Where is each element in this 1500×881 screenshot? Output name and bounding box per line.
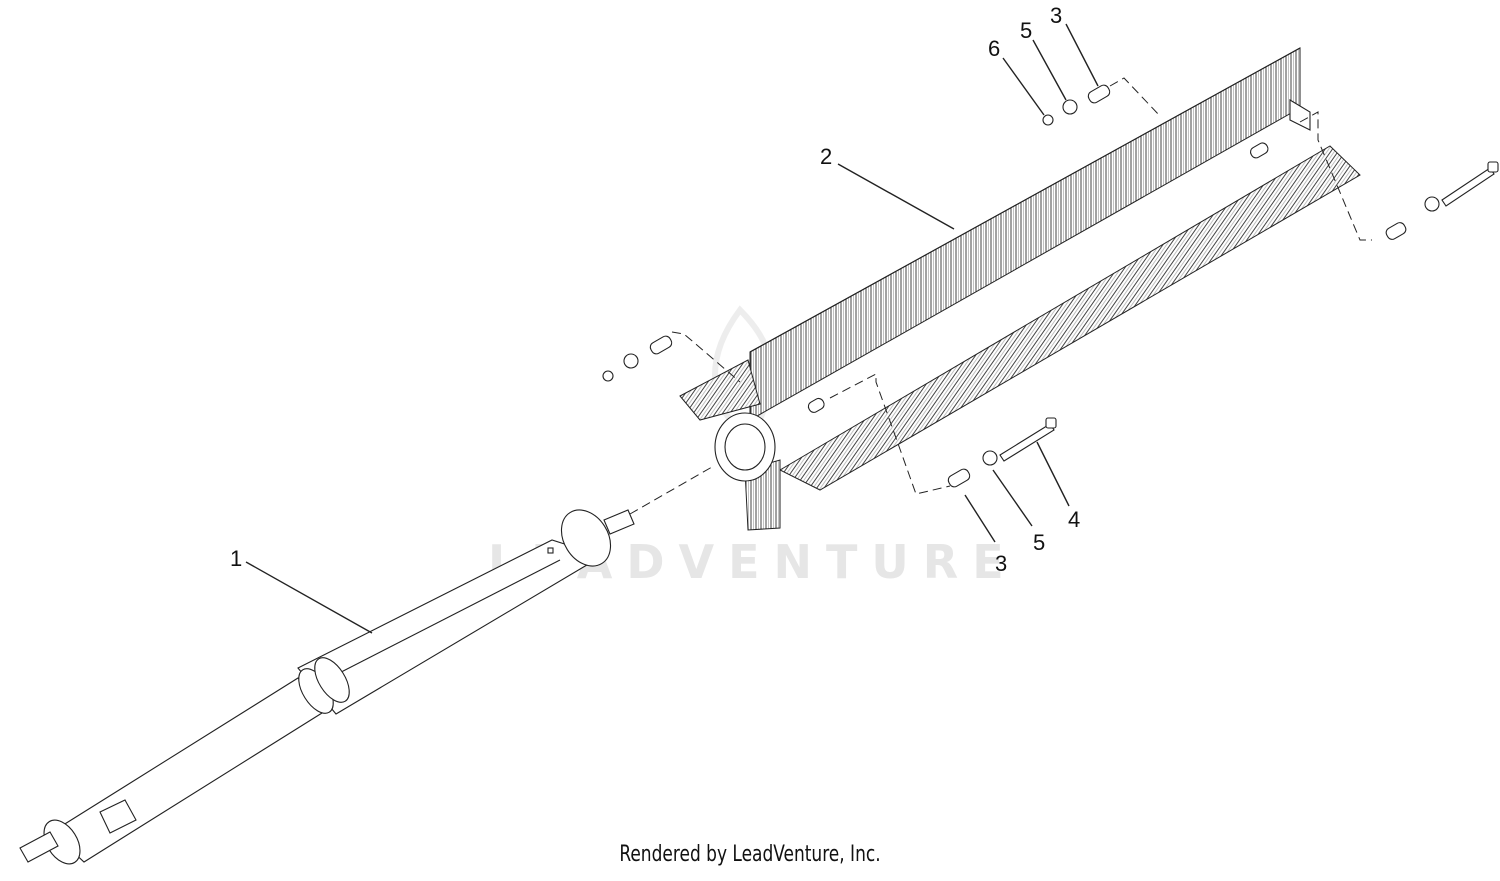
leader-lines [245,23,1099,634]
callout-6: 6 [988,36,1000,61]
hardware-left [602,335,825,413]
callout-5-bottom: 5 [1033,530,1045,555]
assembly-lines [629,77,1372,515]
callout-1: 1 [230,546,242,571]
callout-3-bottom: 3 [995,551,1007,576]
callout-5-top: 5 [1020,18,1032,43]
hardware-bottom [947,417,1057,488]
callout-3-top: 3 [1050,3,1062,28]
brush-assembly [679,47,1361,531]
callout-2: 2 [820,144,832,169]
callout-4: 4 [1068,507,1080,532]
footer-credit: Rendered by LeadVenture, Inc. [619,842,881,867]
hardware-right [1385,161,1499,240]
shaft-assembly [19,509,635,865]
hardware-top [1042,84,1269,159]
callouts: 1 2 3 5 6 3 5 4 [230,3,1080,576]
